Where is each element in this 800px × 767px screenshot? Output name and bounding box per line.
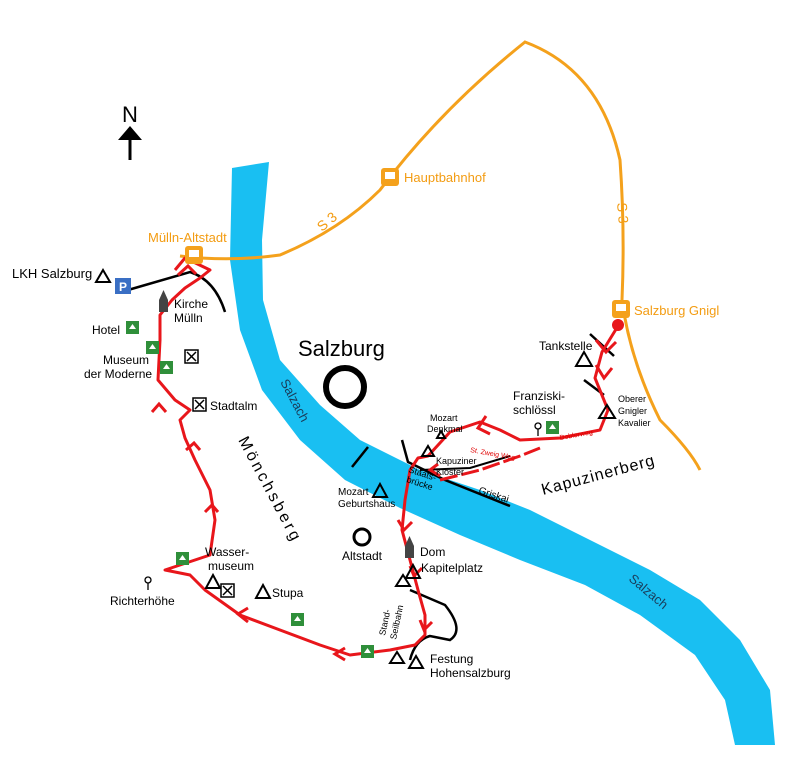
hiking-route (156, 256, 620, 657)
hut-icon-roof (129, 324, 556, 653)
place-franziskischloessl-1: Franziski- (513, 389, 565, 403)
place-franziskischloessl-2: schlössl (513, 403, 556, 417)
train-station-icon (185, 168, 630, 318)
area-moenchsberg: Mönchsberg (234, 434, 304, 546)
parking-label: P (119, 280, 127, 294)
road-griskai (400, 439, 511, 508)
street-standseilbahn-2: Seilbahn (388, 604, 405, 640)
place-dom: Dom (420, 545, 445, 559)
viewpoint-icon (144, 422, 542, 590)
place-kirche-2: Mülln (174, 311, 203, 325)
restaurant-icon (184, 349, 235, 598)
place-richterhoehe: Richterhöhe (110, 594, 175, 608)
north-label: N (122, 102, 138, 127)
gnigl-start-dot (612, 319, 624, 331)
place-gnigler-2: Gnigler (618, 406, 647, 416)
place-museum-1: Museum (103, 353, 149, 367)
place-kirche-1: Kirche (174, 297, 208, 311)
salzach-river (230, 162, 775, 745)
church-icon (159, 290, 414, 558)
station-hauptbahnhof: Hauptbahnhof (404, 170, 486, 185)
street-st-zweig-weg: St. Zweig Weg (470, 447, 516, 462)
route-kapuzinerberg-loop (439, 446, 541, 482)
place-gnigler-3: Kavalier (618, 418, 651, 428)
place-kapitelplatz: Kapitelplatz (421, 561, 483, 575)
peak-icon (94, 268, 617, 669)
place-kapuziner-kloster-1: Kapuziner (436, 456, 477, 466)
road-staatsbruecke (351, 446, 369, 468)
place-wasser-2: museum (208, 559, 254, 573)
place-stadtalm: Stadtalm (210, 399, 257, 413)
station-muelln-altstadt: Mülln-Altstadt (148, 230, 227, 245)
s3-label-right: S 3 (614, 202, 632, 225)
north-arrow-icon (118, 126, 142, 160)
parking-icon (115, 278, 131, 294)
street-doblerweg: Doblerweg (559, 429, 593, 442)
place-museum-2: der Moderne (84, 367, 152, 381)
road-kapuziner (419, 455, 511, 471)
road-lkh (127, 270, 227, 313)
road-festung (408, 588, 458, 661)
place-wasser-1: Wasser- (205, 545, 249, 559)
place-gnigler-1: Oberer (618, 394, 646, 404)
area-altstadt: Altstadt (342, 549, 383, 563)
place-mozart-geburtshaus-2: Geburtshaus (338, 499, 395, 510)
place-lkh: LKH Salzburg (12, 266, 92, 281)
s3-label-left: S 3 (314, 208, 341, 234)
place-kapuziner-kloster-2: Kloster (436, 467, 464, 477)
place-festung-2: Hohensalzburg (430, 666, 511, 680)
place-mozart-denkmal-2: Denkmal (427, 424, 463, 434)
place-festung-1: Festung (430, 652, 473, 666)
place-mozart-geburtshaus-1: Mozart (338, 487, 369, 498)
place-mozart-denkmal-1: Mozart (430, 413, 458, 423)
place-tankstelle: Tankstelle (539, 339, 593, 353)
map-title: Salzburg (298, 336, 385, 361)
altstadt-ring-icon (352, 527, 372, 547)
area-kapuzinerberg: Kapuzinerberg (540, 452, 657, 499)
station-salzburg-gnigl: Salzburg Gnigl (634, 303, 719, 318)
city-center-ring-icon (323, 365, 367, 409)
place-stupa: Stupa (272, 586, 304, 600)
place-hotel: Hotel (92, 323, 120, 337)
s3-rail-line (179, 40, 702, 471)
